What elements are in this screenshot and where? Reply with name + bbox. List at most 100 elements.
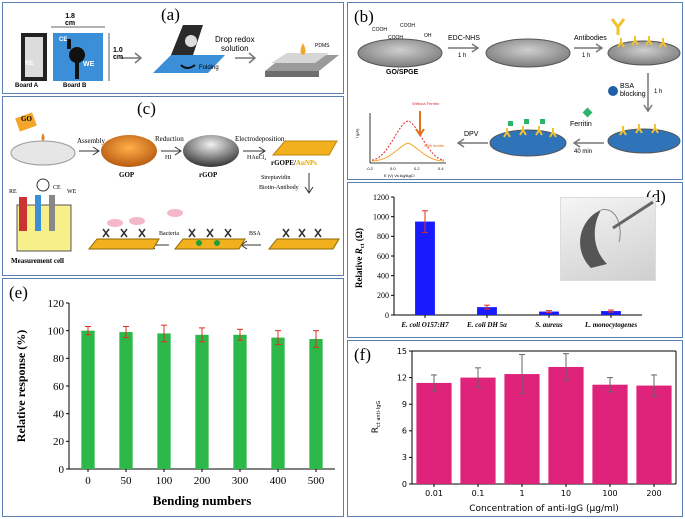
- x-tick-label: S. aureus: [535, 321, 563, 329]
- panel-b-label: (b): [354, 7, 374, 26]
- arrow-b5-icon: [456, 138, 488, 148]
- y-tick-label: 0: [402, 480, 407, 489]
- panel-c-illustration: [10, 112, 340, 252]
- dpv-decrease-arrow-icon: [415, 111, 425, 137]
- y-tick-label: 400: [377, 271, 389, 280]
- bar: [415, 221, 435, 315]
- arrow-c2-icon: [161, 146, 182, 156]
- bar: [548, 366, 584, 484]
- substrate-dish: [10, 140, 76, 166]
- pdms-side: [265, 71, 319, 77]
- y-tick-label: 12: [397, 373, 407, 382]
- bacteria-icon: [167, 209, 183, 217]
- go-spge-label: GO/SPGE: [386, 69, 419, 76]
- bar: [195, 334, 209, 469]
- panel-f-label: (f): [354, 345, 371, 364]
- measurement-cell-label: Measurement cell: [11, 257, 64, 265]
- edc-nhs-label: EDC-NHS: [448, 35, 480, 42]
- y-axis-label: Rct anti-IgG: [371, 401, 382, 434]
- disk-go-spge: [357, 38, 443, 68]
- we-electrode: [49, 195, 55, 231]
- ce-trace: [67, 39, 71, 49]
- panel-a-illustration: [21, 25, 339, 81]
- re-electrode: [19, 197, 27, 231]
- time-3-label: 1 h: [654, 89, 663, 95]
- we-pad: [69, 47, 85, 63]
- x-tick-label: 10: [561, 489, 571, 498]
- disk3-antibodies: [617, 36, 667, 48]
- y-tick-label: 120: [48, 298, 65, 310]
- inset-photo: [560, 197, 656, 281]
- bar: [592, 384, 628, 484]
- tweezer-icon: [612, 200, 654, 230]
- haucl4-label: HAuCl₄: [247, 155, 267, 161]
- board-a-label: Board A: [15, 83, 39, 89]
- re-label-c: RE: [9, 189, 17, 195]
- y-tick-label: 0: [385, 311, 389, 320]
- we-label: WE: [83, 61, 95, 68]
- bar: [233, 334, 247, 469]
- arrow-b3-icon: [643, 73, 653, 113]
- bacteria-label: Bacteria: [159, 231, 179, 237]
- bent-electrode-shape: [580, 210, 607, 268]
- board-a-electrode: [25, 37, 43, 77]
- dpv-with-ferritin-curve: [371, 142, 445, 162]
- disk4-antibodies: [619, 124, 659, 136]
- fold-arrow-icon: [180, 64, 196, 69]
- panel-c: (c) GO Assembly GOP Reduction HI rGOP El…: [2, 96, 344, 276]
- folding-label: Folding: [199, 65, 219, 71]
- go-beaker-icon: [15, 112, 37, 132]
- gop-disk: [101, 135, 157, 167]
- electrodeposition-label: Electrodeposition: [235, 135, 285, 143]
- panel-e-label: (e): [9, 283, 28, 302]
- bar: [477, 307, 497, 315]
- y-tick-label: 100: [48, 326, 65, 338]
- arrow-c3-icon: [243, 146, 266, 156]
- disk5-antibodies: [503, 126, 557, 138]
- panel-b-illustration: [357, 18, 681, 164]
- y-tick-label: 3: [402, 453, 407, 462]
- arrow-1-icon: [121, 52, 143, 64]
- x-tick-label: L. monocytogenes: [584, 321, 637, 329]
- y-tick-label: 1000: [373, 212, 389, 221]
- ferritin-label: Ferritin: [570, 121, 592, 128]
- we-trace: [75, 61, 79, 79]
- disk-activated: [485, 38, 571, 68]
- pdms-label: PDMS: [315, 43, 330, 49]
- arrow-c5-icon: [240, 240, 261, 250]
- bar: [539, 311, 559, 315]
- x-tick-label: 0.01: [425, 489, 443, 498]
- pdms-layer: [271, 53, 329, 63]
- x-tick-label: 1: [519, 489, 524, 498]
- y-tick-label: 20: [53, 436, 65, 448]
- bar: [157, 333, 171, 469]
- y-tick-label: 40: [53, 409, 65, 421]
- antibodies-label: Antibodies: [574, 35, 607, 42]
- x-tick-label: 300: [232, 475, 249, 487]
- bar: [601, 311, 621, 315]
- y-tick-label: 6: [402, 427, 407, 436]
- x-tick-label: 200: [194, 475, 211, 487]
- re-label: RE: [25, 61, 34, 67]
- redox-drop-icon: [300, 43, 306, 55]
- dpv-tick-1: 0.0: [390, 166, 396, 171]
- ce-electrode: [35, 195, 41, 231]
- biotin-antibody-label: Biotin-Antibody: [259, 185, 299, 191]
- dpv-tick-3: 0.4: [438, 166, 444, 171]
- arrow-c1-icon: [79, 146, 100, 156]
- bsa-label-c: BSA: [249, 231, 261, 237]
- disk-bsa: [607, 128, 681, 154]
- time-2-label: 1 h: [582, 53, 591, 59]
- streptavidin-label: Streptavidin: [261, 175, 291, 181]
- rgope-aunps-plate: [271, 140, 338, 156]
- x-axis-label: Bending numbers: [153, 493, 252, 508]
- board-b-label: Board B: [63, 83, 87, 89]
- bent-electrode-illustration: [580, 200, 654, 268]
- y-tick-label: 9: [402, 400, 407, 409]
- bar: [81, 330, 95, 469]
- y-axis-label: Relative response (%): [14, 330, 28, 442]
